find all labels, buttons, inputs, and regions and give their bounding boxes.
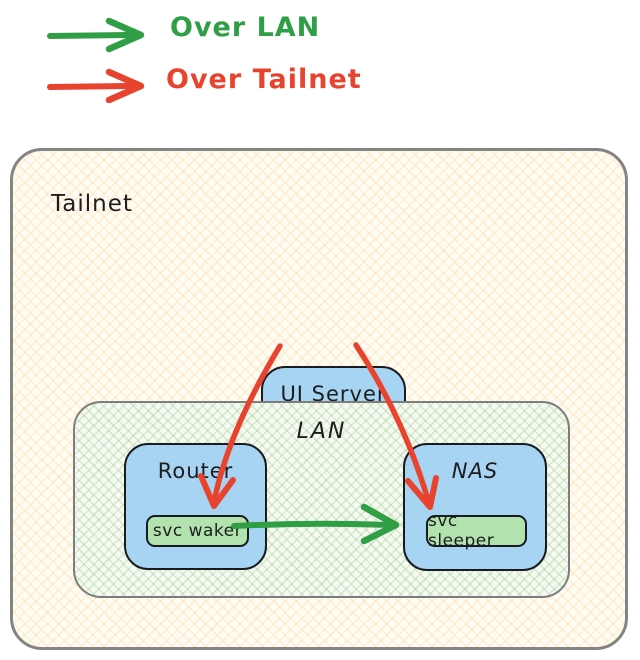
svc-waker-label: svc waker [152, 521, 243, 541]
svc-sleeper-label: svc sleeper [428, 511, 495, 551]
node-nas: NAS svc sleeper [403, 443, 547, 571]
lan-container: LAN Router svc waker NAS svc sleeper [73, 401, 570, 598]
service-svc-sleeper: svc sleeper [426, 511, 527, 551]
over-lan-arrow-icon [47, 17, 145, 53]
node-router: Router svc waker [124, 443, 267, 570]
over-tailnet-label: Over Tailnet [166, 64, 362, 95]
over-tailnet-arrow-icon [47, 68, 145, 103]
router-title: Router [157, 459, 234, 483]
over-lan-label: Over LAN [170, 12, 321, 43]
service-svc-waker: svc waker [146, 515, 249, 547]
tailnet-container: Tailnet UI Server svc ui LAN Router svc … [10, 148, 628, 650]
nas-title: NAS [451, 459, 499, 483]
tailnet-label: Tailnet [51, 191, 133, 217]
lan-label: LAN [296, 419, 347, 444]
